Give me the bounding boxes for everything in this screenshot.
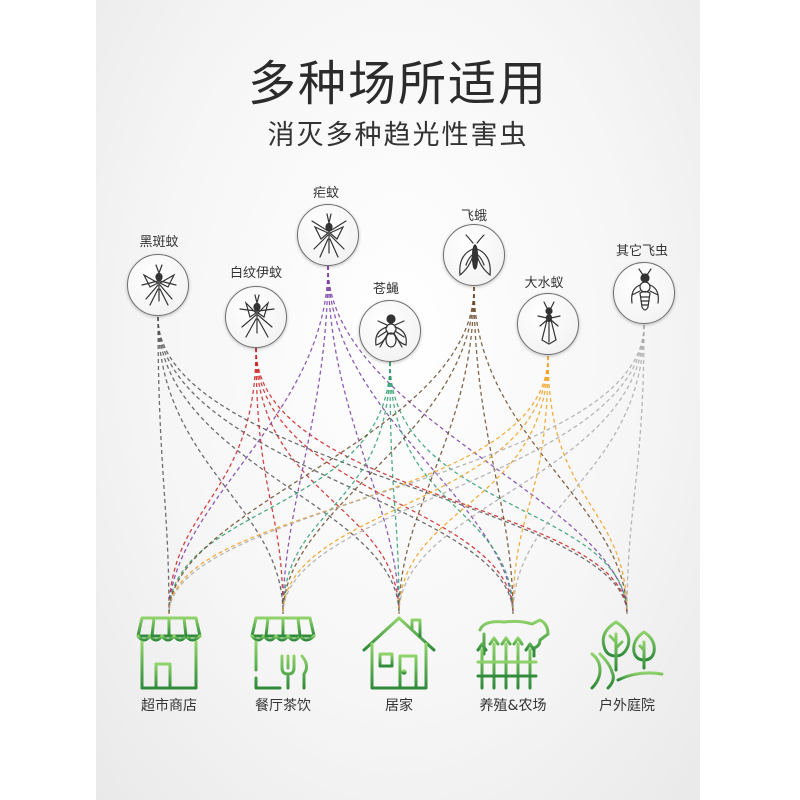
connection-line: [157, 316, 284, 615]
connection-line: [157, 316, 170, 615]
connection-line: [282, 286, 475, 615]
insect-label-other: 其它飞虫: [615, 244, 668, 259]
connection-line: [282, 324, 645, 615]
connection-line: [255, 347, 284, 615]
moth-icon: [443, 224, 505, 286]
connection-line: [255, 347, 400, 615]
connection-line: [327, 265, 514, 615]
connection-line: [157, 316, 628, 615]
connection-line: [547, 355, 628, 615]
connection-line: [626, 324, 645, 615]
farm-icon: [474, 614, 552, 692]
connection-line: [389, 361, 400, 615]
connection-line: [389, 361, 514, 615]
connection-line: [389, 361, 628, 615]
store-icon: [130, 614, 208, 692]
connection-line: [168, 347, 257, 615]
insect-label-fly: 苍蝇: [372, 282, 399, 297]
connection-line: [512, 324, 645, 615]
wasp-icon: [613, 262, 675, 324]
connection-line: [168, 265, 329, 615]
connection-line: [398, 355, 549, 615]
page-title: 多种场所适用: [247, 56, 548, 112]
place-label-outdoor-yard: 户外庭院: [599, 698, 655, 714]
connection-line: [282, 265, 329, 615]
page-subtitle: 消灭多种趋光性害虫: [267, 120, 529, 151]
connection-line: [398, 324, 645, 615]
poster: 多种场所适用 消灭多种趋光性害虫 黑斑蚊 白纹伊蚊 疟蚊 苍蝇 飞蛾 大水蚁 其…: [96, 0, 700, 800]
garden-icon: [588, 614, 666, 692]
connection-line: [168, 361, 391, 615]
insect-label-moth: 飞蛾: [460, 209, 487, 224]
mosquito-icon: [225, 286, 287, 348]
mosquito-icon: [297, 204, 359, 266]
connection-line: [157, 316, 400, 615]
place-label-supermarket: 超市商店: [141, 698, 197, 714]
winged-ant-icon: [517, 293, 579, 355]
mosquito-icon: [127, 254, 189, 316]
fly-icon: [359, 300, 421, 362]
connection-line: [255, 347, 628, 615]
connection-lines: [157, 265, 645, 615]
connection-line: [473, 286, 514, 615]
restaurant-icon: [244, 614, 322, 692]
insect-label-anopheles: 疟蚊: [312, 186, 339, 201]
house-icon: [360, 614, 438, 692]
connection-line: [282, 361, 391, 615]
connection-line: [327, 265, 400, 615]
connection-line: [512, 355, 549, 615]
place-label-home: 居家: [385, 698, 413, 714]
connection-line: [282, 355, 549, 615]
insect-label-termite: 大水蚁: [524, 276, 564, 291]
place-label-restaurant: 餐厅茶饮: [255, 698, 311, 714]
insect-label-black-spot-mosquito: 黑斑蚊: [139, 235, 179, 250]
place-label-farm: 养殖&农场: [479, 698, 547, 714]
connection-line: [168, 324, 645, 615]
connection-line: [157, 316, 514, 615]
insect-label-aedes-mosquito: 白纹伊蚊: [229, 266, 282, 281]
connection-line: [255, 347, 514, 615]
connection-line: [398, 286, 475, 615]
